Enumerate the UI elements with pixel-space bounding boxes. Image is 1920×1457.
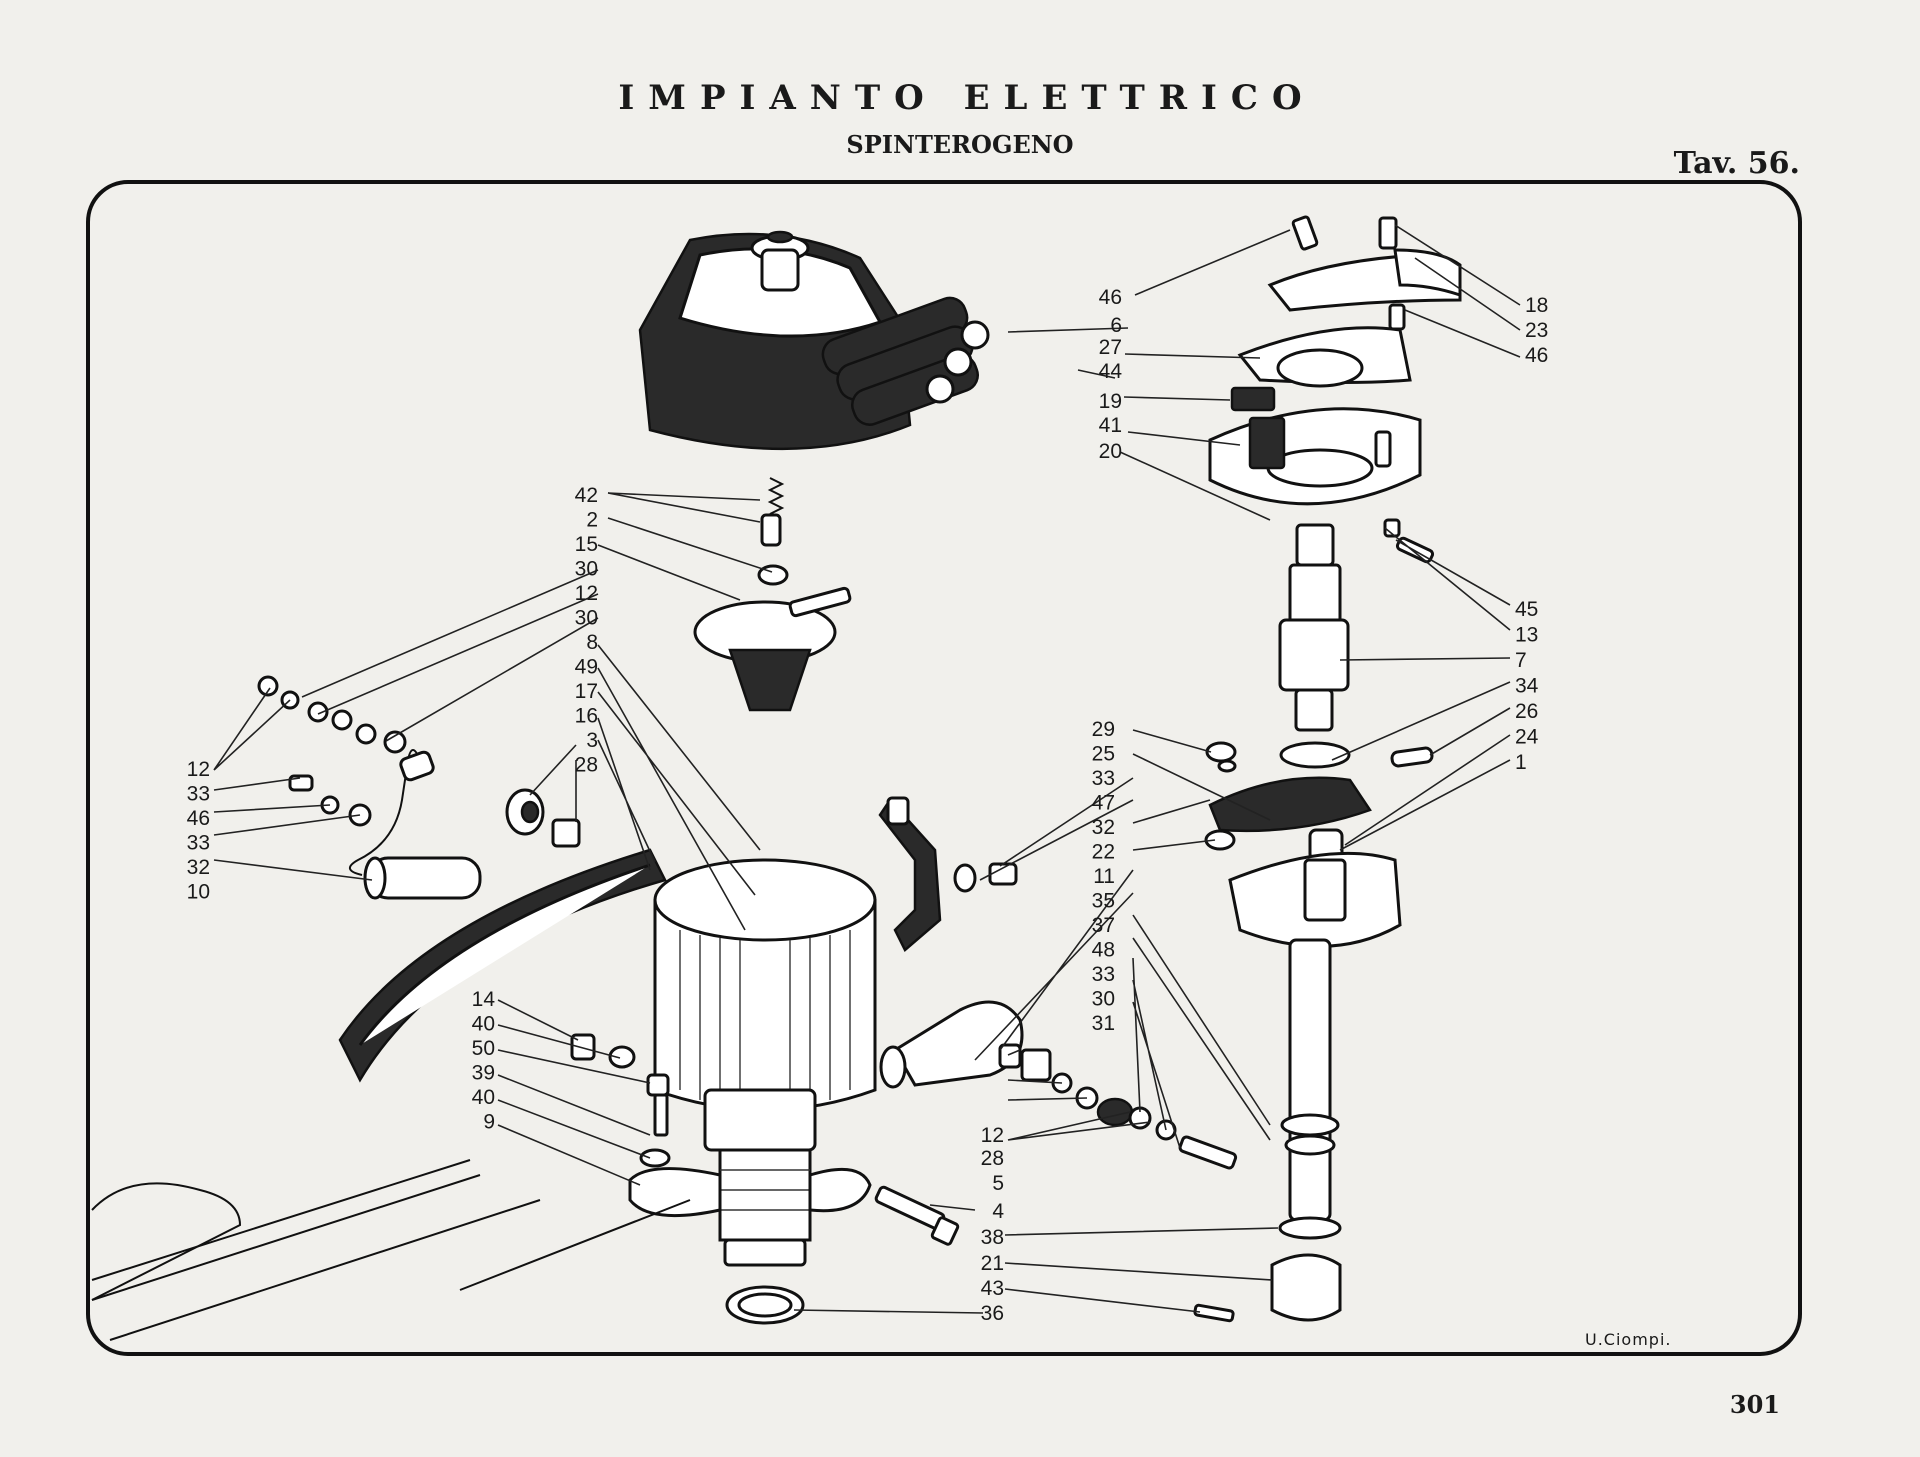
callout-top-left-column-30: 30	[575, 607, 598, 630]
page-number: 301	[1729, 1390, 1780, 1419]
callout-right-upper-column-23: 23	[1525, 319, 1548, 342]
callout-right-column-7: 7	[1515, 649, 1527, 672]
callout-bottom-center-column-28: 28	[981, 1147, 1004, 1170]
diagram-frame	[86, 180, 1802, 1356]
callout-middle-column-33: 33	[1092, 963, 1115, 986]
callout-top-left-column-15: 15	[575, 533, 598, 556]
rotor-assembly	[693, 477, 852, 712]
callout-right-column-1: 1	[1515, 751, 1527, 774]
callout-right-column-26: 26	[1515, 700, 1538, 723]
callout-right-upper-column-46: 46	[1525, 344, 1548, 367]
condenser-assembly	[257, 675, 667, 1083]
callout-bottom-left-column-40: 40	[472, 1086, 495, 1109]
callout-bottom-center-column-43: 43	[981, 1277, 1004, 1300]
callout-right-column-34: 34	[1515, 675, 1539, 698]
callout-center-column-20: 20	[1099, 440, 1122, 463]
callout-middle-column-30: 30	[1092, 988, 1115, 1011]
callout-bottom-center-column-4: 4	[992, 1200, 1004, 1223]
callout-far-left-column-32: 32	[187, 856, 210, 879]
callout-bottom-left-column-40: 40	[472, 1013, 495, 1036]
plate-number: Tav. 56.	[1673, 146, 1800, 181]
callout-top-left-column-2: 2	[586, 509, 598, 532]
engine-sketch	[91, 1159, 691, 1341]
callout-far-left-column-46: 46	[187, 807, 210, 830]
callout-top-left-column-3: 3	[586, 729, 598, 752]
callout-bottom-left-column-50: 50	[472, 1037, 495, 1060]
callout-top-left-column-17: 17	[575, 680, 598, 703]
callout-top-left-column-28: 28	[575, 754, 598, 777]
callout-top-left-column-8: 8	[586, 631, 598, 654]
callout-labels: 4221530123084917163281233463332101440503…	[187, 286, 1549, 1325]
breaker-plate-assembly	[1208, 215, 1462, 506]
callout-bottom-center-column-21: 21	[981, 1252, 1004, 1275]
callout-bottom-left-column-14: 14	[472, 988, 496, 1011]
leader-lines	[213, 224, 1521, 1314]
callout-bottom-left-column-9: 9	[483, 1111, 495, 1134]
callout-far-left-column-10: 10	[187, 881, 210, 904]
callout-center-column-44: 44	[1099, 360, 1123, 383]
callout-right-column-45: 45	[1515, 598, 1538, 621]
callout-middle-column-35: 35	[1092, 890, 1115, 913]
callout-center-column-19: 19	[1099, 390, 1122, 413]
callout-center-column-6: 6	[1110, 314, 1122, 337]
callout-bottom-center-column-36: 36	[981, 1302, 1004, 1325]
page-subtitle: SPINTEROGENO	[846, 130, 1074, 159]
callout-bottom-center-column-5: 5	[992, 1172, 1004, 1195]
callout-top-left-column-16: 16	[575, 705, 598, 728]
shaft-assembly	[1193, 518, 1435, 1323]
callout-middle-column-47: 47	[1092, 792, 1115, 815]
callout-bottom-center-column-12: 12	[981, 1124, 1004, 1147]
page-title: IMPIANTO ELETTRICO	[618, 78, 1316, 118]
housing-side-parts	[570, 1000, 1238, 1246]
distributor-housing	[628, 858, 877, 1325]
callout-right-upper-column-18: 18	[1525, 294, 1548, 317]
callout-center-column-41: 41	[1099, 414, 1122, 437]
callout-middle-column-22: 22	[1092, 841, 1115, 864]
callout-top-left-column-12: 12	[575, 582, 598, 605]
callout-middle-column-48: 48	[1092, 939, 1115, 962]
artist-signature: U.Ciompi.	[1585, 1330, 1672, 1349]
callout-far-left-column-33: 33	[187, 832, 210, 855]
callout-middle-column-11: 11	[1093, 865, 1115, 888]
callout-top-left-column-42: 42	[575, 484, 598, 507]
callout-middle-column-31: 31	[1092, 1012, 1115, 1035]
callout-middle-column-33: 33	[1092, 767, 1115, 790]
callout-middle-column-32: 32	[1092, 816, 1115, 839]
small-parts-center	[505, 788, 1018, 952]
callout-top-left-column-30: 30	[575, 558, 598, 581]
callout-bottom-center-column-38: 38	[981, 1226, 1004, 1249]
callout-top-left-column-49: 49	[575, 656, 598, 679]
callout-middle-column-25: 25	[1092, 743, 1115, 766]
callout-far-left-column-33: 33	[187, 783, 210, 806]
callout-center-column-46: 46	[1099, 286, 1122, 309]
callout-middle-column-29: 29	[1092, 718, 1115, 741]
callout-middle-column-37: 37	[1092, 914, 1115, 937]
callout-right-column-24: 24	[1515, 726, 1539, 749]
callout-bottom-left-column-39: 39	[472, 1062, 495, 1085]
callout-right-column-13: 13	[1515, 624, 1538, 647]
callout-center-column-27: 27	[1099, 336, 1122, 359]
distributor-cap	[638, 230, 990, 451]
callout-far-left-column-12: 12	[187, 758, 210, 781]
